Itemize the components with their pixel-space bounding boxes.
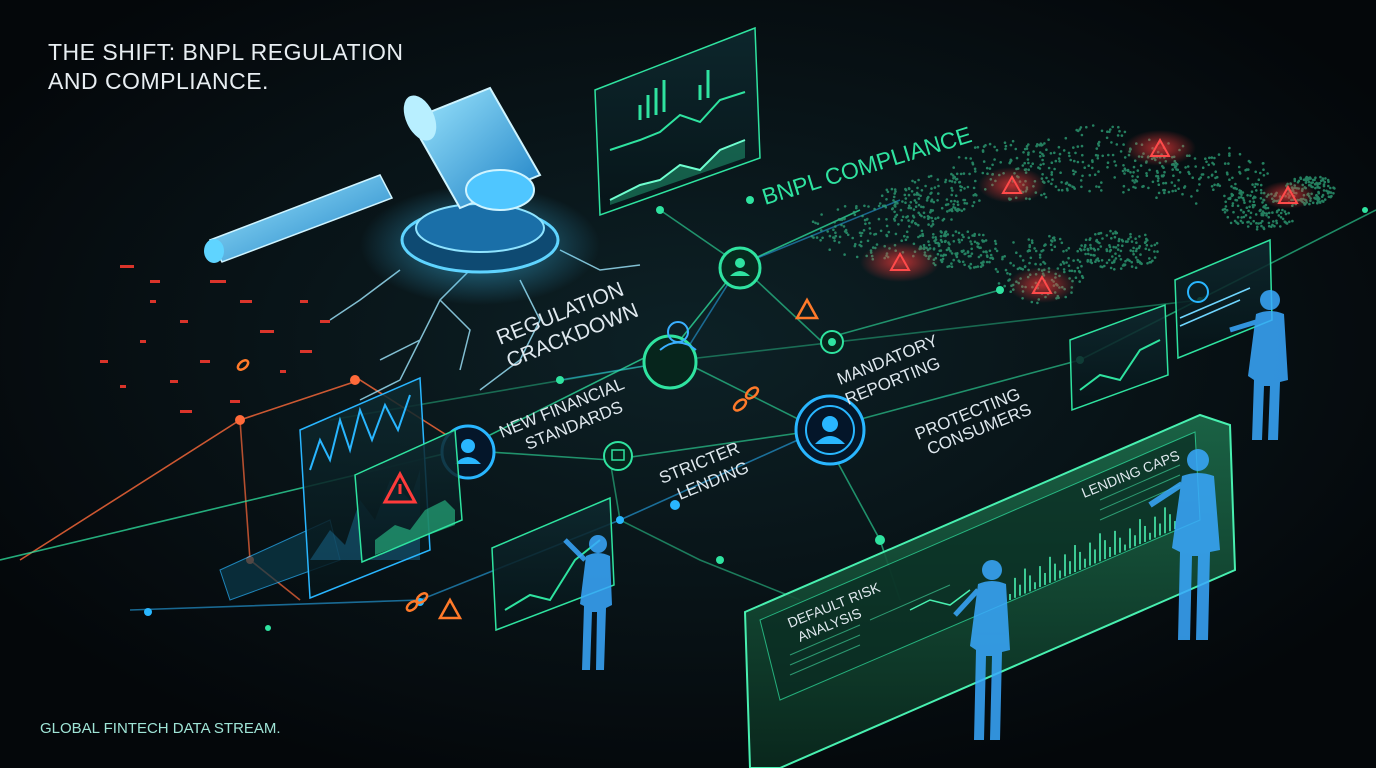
map-alerts (860, 130, 1316, 303)
person-figure (563, 535, 612, 670)
settings-node-icon (820, 330, 844, 354)
person-figure (953, 560, 1010, 740)
warning-icon (1149, 137, 1171, 157)
user-node-icon (794, 394, 866, 466)
left-chart-block (219, 376, 463, 601)
warning-icon (1001, 174, 1023, 194)
user-node-icon (718, 246, 762, 290)
warning-icon (1277, 184, 1299, 204)
top-chart-panel (594, 26, 761, 217)
warning-icon (437, 297, 820, 620)
warning-icon (889, 251, 911, 271)
red-data-particles (100, 265, 330, 413)
document-node-icon (603, 441, 633, 471)
gavel-icon (204, 86, 600, 305)
footer-caption: GLOBAL FINTECH DATA STREAM. (40, 720, 281, 737)
page-title: THE SHIFT: BNPL REGULATION AND COMPLIANC… (48, 39, 404, 94)
warning-icon (1031, 274, 1053, 294)
user-node-icon (642, 321, 698, 390)
person-figure (1148, 449, 1220, 640)
link-icon (236, 359, 760, 612)
person-figure (1229, 290, 1288, 440)
bottom-left-panel (491, 496, 615, 632)
right-chart-panels (1069, 238, 1273, 412)
